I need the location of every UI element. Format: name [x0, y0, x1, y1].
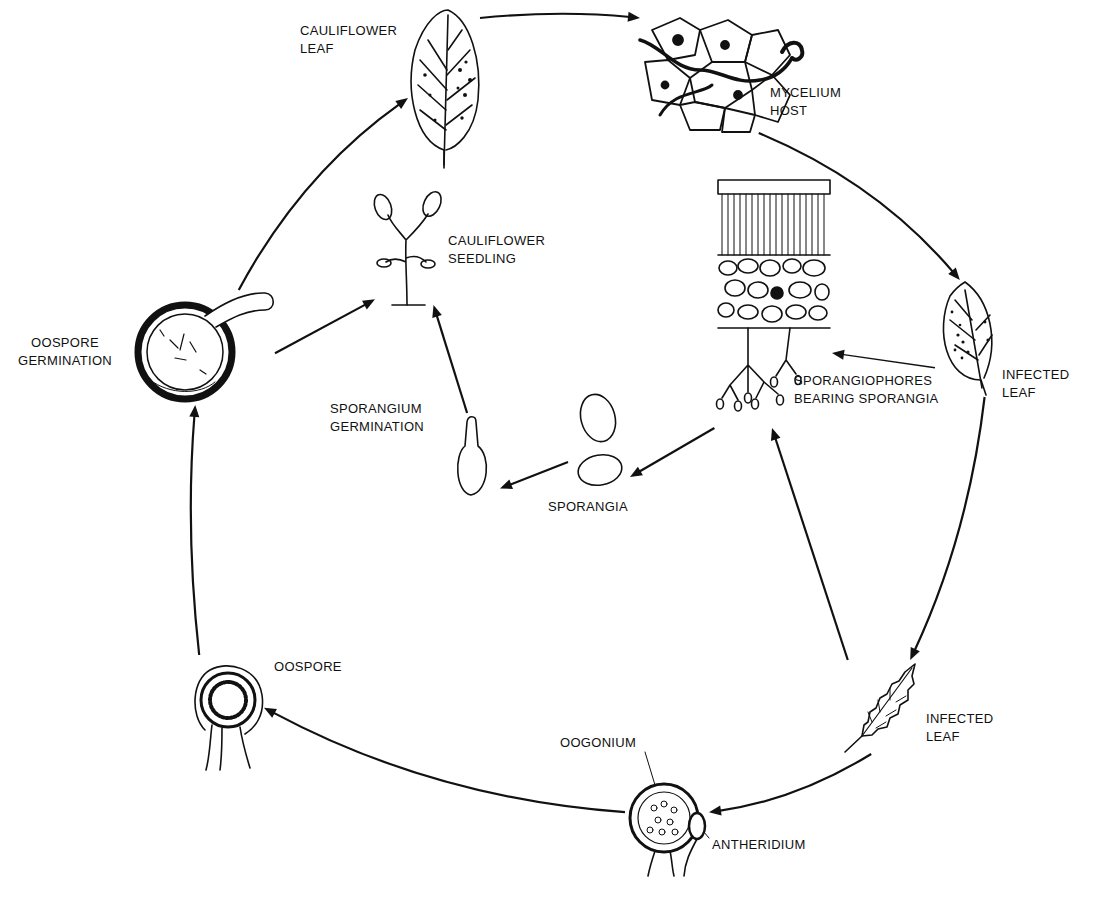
arrow-line	[275, 304, 366, 353]
arrow-line	[759, 133, 954, 272]
stage-label: SPORANGIOPHORES BEARING SPORANGIA	[794, 372, 964, 407]
stage-label: INFECTED LEAF	[1002, 366, 1092, 401]
cycle-arrow	[432, 305, 467, 413]
germinating-sporangium	[458, 417, 487, 495]
arrow-line	[480, 14, 630, 18]
germination-stage: OOSPORE GERMINATION	[130, 290, 275, 405]
arrow-line	[914, 397, 984, 651]
arrow-head	[432, 305, 442, 318]
arrow-head	[630, 467, 643, 477]
seedling-stage: CAULIFLOWER SEEDLING	[375, 192, 440, 305]
cycle-arrow	[275, 299, 375, 353]
arrow-head	[395, 98, 408, 109]
cycle-arrow	[832, 350, 935, 368]
arrow-head	[832, 350, 845, 360]
stage-label: SPORANGIA	[548, 498, 648, 516]
stage-label: INFECTED LEAF	[926, 710, 1016, 745]
germinating-oospore	[138, 293, 273, 399]
leaf-stage: INFECTED LEAF	[935, 280, 997, 397]
stage-label: OOSPORE GERMINATION	[4, 334, 126, 369]
stage-label: MYCELIUM HOST	[770, 84, 860, 119]
sexual-organ-stage: OOGONIUMANTHERIDIUM	[625, 784, 709, 878]
arrow-head	[189, 405, 199, 417]
cycle-arrow	[239, 98, 408, 290]
sporangia	[575, 390, 624, 488]
cauliflower-seedling	[371, 189, 445, 305]
oospore-stage: OOSPORE	[192, 655, 264, 772]
arrow-line	[191, 415, 199, 655]
cycle-arrow	[500, 462, 568, 489]
arrow-head	[362, 299, 375, 309]
arrow-line	[775, 438, 848, 660]
cycle-arrow	[630, 428, 714, 477]
arrow-head	[628, 12, 640, 22]
cycle-arrow	[480, 12, 640, 22]
arrow-head	[500, 480, 513, 489]
cycle-arrow	[189, 405, 199, 655]
cauliflower-leaf	[411, 10, 479, 168]
leader-line	[704, 832, 709, 838]
leaf-stage: INFECTED LEAF	[840, 660, 918, 754]
cycle-arrow	[910, 397, 984, 660]
stage-label: OOGONIUM	[560, 734, 660, 752]
arrow-head	[771, 428, 781, 441]
cycle-arrow	[264, 708, 625, 813]
stage-label: CAULIFLOWER LEAF	[300, 22, 404, 57]
arrow-line	[842, 354, 935, 367]
stage-label: SPORANGIUM GERMINATION	[330, 400, 448, 435]
stage-label: CAULIFLOWER SEEDLING	[448, 232, 558, 267]
arrow-line	[639, 428, 715, 472]
cycle-arrow	[709, 754, 871, 815]
arrow-line	[273, 712, 625, 812]
sporangiophore-stage: SPORANGIOPHORES BEARING SPORANGIA	[712, 178, 832, 428]
arrow-head	[709, 806, 722, 816]
leaf-stage: CAULIFLOWER LEAF	[408, 10, 480, 170]
infected-leaf	[943, 282, 992, 395]
sporangia-stage: SPORANGIA	[568, 392, 630, 492]
arrow-line	[719, 754, 871, 811]
stage-label: OOSPORE	[274, 658, 364, 676]
arrow-head	[948, 268, 960, 280]
arrow-line	[239, 104, 400, 290]
arrow-head	[910, 647, 920, 660]
cycle-arrow	[771, 428, 848, 660]
oospore	[195, 666, 263, 770]
leader-line	[645, 752, 655, 785]
arrow-head	[264, 708, 277, 718]
mycelium-stage: MYCELIUM HOST	[640, 8, 765, 133]
germination-stage: SPORANGIUM GERMINATION	[453, 413, 500, 497]
arrow-line	[509, 462, 568, 485]
cycle-arrow	[759, 133, 960, 280]
oogonium-antheridium	[630, 752, 709, 876]
infected-leaf	[845, 664, 915, 752]
arrow-line	[436, 315, 467, 413]
stage-label: ANTHERIDIUM	[712, 836, 822, 854]
